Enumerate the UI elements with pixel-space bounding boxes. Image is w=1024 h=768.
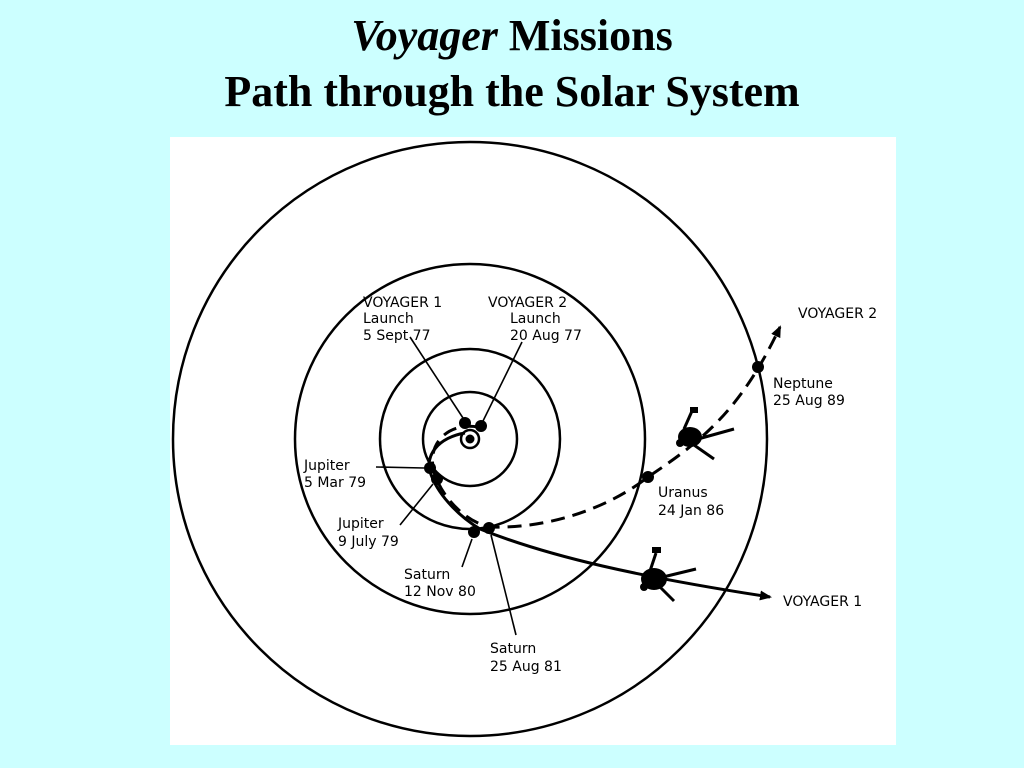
v1-exit-label: VOYAGER 1	[783, 594, 862, 610]
v2-launch-event: Launch	[510, 311, 561, 327]
title-line-1: Voyager Missions	[0, 8, 1024, 64]
saturn1-date: 12 Nov 80	[404, 584, 476, 600]
saturn1-leader	[461, 538, 473, 568]
v2-launch-dot	[475, 420, 487, 432]
saturn-encounter-2-dot	[483, 522, 495, 534]
v2-exit-label: VOYAGER 2	[798, 306, 877, 322]
v1-launch-date: 5 Sept 77	[363, 328, 431, 344]
jupiter1-date: 5 Mar 79	[304, 475, 366, 491]
saturn2-name: Saturn	[490, 641, 536, 657]
jupiter1-leader	[375, 466, 425, 469]
title-missions: Missions	[508, 11, 673, 60]
saturn1-name: Saturn	[404, 567, 450, 583]
solar-system-diagram: VOYAGER 1 Launch 5 Sept 77 VOYAGER 2 Lau…	[171, 140, 877, 738]
uranus-date: 24 Jan 86	[658, 503, 724, 519]
saturn2-date: 25 Aug 81	[490, 659, 562, 675]
v2-launch-leader	[482, 341, 523, 422]
neptune-date: 25 Aug 89	[773, 393, 845, 409]
neptune-encounter-dot	[752, 361, 764, 373]
slide-title: Voyager Missions Path through the Solar …	[0, 8, 1024, 120]
voyager2-trajectory	[431, 325, 782, 529]
voyager2-spacecraft-icon	[676, 407, 735, 461]
neptune-name: Neptune	[773, 376, 833, 392]
encounter-points	[424, 361, 764, 538]
title-voyager: Voyager	[351, 11, 498, 60]
jupiter2-leader	[399, 483, 434, 526]
planet-orbits	[171, 140, 769, 738]
voyager1-spacecraft-icon	[640, 547, 697, 603]
jupiter-encounter-2-dot	[431, 473, 443, 485]
title-line-2: Path through the Solar System	[224, 67, 800, 116]
jupiter2-name: Jupiter	[337, 516, 384, 532]
v1-launch-event: Launch	[363, 311, 414, 327]
v1-launch-title: VOYAGER 1	[363, 295, 442, 311]
leader-lines	[375, 336, 523, 636]
jupiter2-date: 9 July 79	[338, 534, 399, 550]
uranus-name: Uranus	[658, 485, 708, 501]
sun-core-icon	[465, 434, 475, 444]
neptune-orbit	[171, 140, 769, 738]
v1-launch-dot	[459, 417, 471, 429]
diagram-panel: VOYAGER 1 Launch 5 Sept 77 VOYAGER 2 Lau…	[170, 137, 896, 745]
v2-launch-title: VOYAGER 2	[488, 295, 567, 311]
jupiter-orbit	[421, 390, 519, 488]
saturn-encounter-1-dot	[468, 526, 480, 538]
v1-launch-leader	[409, 336, 464, 419]
uranus-orbit	[293, 262, 647, 616]
jupiter1-name: Jupiter	[303, 458, 350, 474]
uranus-encounter-dot	[642, 471, 654, 483]
saturn2-leader	[490, 534, 517, 636]
v2-launch-date: 20 Aug 77	[510, 328, 582, 344]
jupiter-encounter-1-dot	[424, 462, 436, 474]
